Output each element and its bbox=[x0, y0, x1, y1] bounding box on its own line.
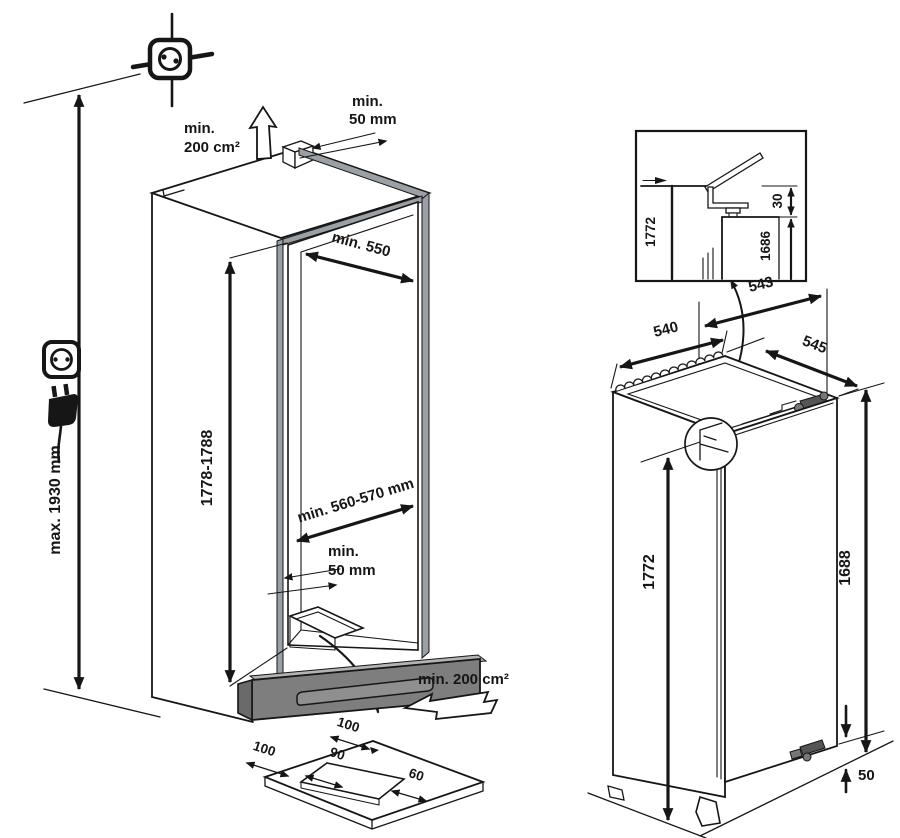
ceiling-socket-icon bbox=[130, 12, 215, 108]
rear-gap-label-1: min. bbox=[328, 543, 359, 560]
bottom-vent-label: min. 200 cm² bbox=[418, 671, 509, 688]
detail-callout-circle bbox=[684, 417, 738, 471]
dim-bottom-clearance: 50 bbox=[840, 704, 875, 794]
plate-dim-left: 100 bbox=[251, 738, 277, 759]
inset-top-clearance-label: 30 bbox=[770, 193, 785, 208]
niche-height-label: 1778-1788 bbox=[199, 430, 216, 507]
door-hinge-bottom bbox=[789, 739, 826, 762]
dim-top-duct-gap: min. 50 mm bbox=[299, 93, 397, 159]
dim-rear-gap: min. 50 mm bbox=[267, 543, 376, 595]
door-height-label: 1688 bbox=[837, 550, 854, 586]
dim-door-height: 1688 bbox=[837, 382, 885, 754]
top-duct-gap-label-2: 50 mm bbox=[349, 111, 397, 128]
appliance-feet bbox=[607, 785, 721, 827]
power-plug-icon bbox=[48, 383, 78, 464]
inset-small-arrow bbox=[655, 177, 667, 184]
max-overall-height-label: max. 1930 mm bbox=[47, 445, 64, 554]
inset-bracket bbox=[707, 186, 749, 209]
inset-detail-box: 1772 30 1686 bbox=[634, 129, 808, 283]
bottom-clearance-label: 50 bbox=[858, 767, 875, 784]
appliance-door-face bbox=[724, 396, 838, 784]
top-width-label: 540 bbox=[652, 318, 680, 341]
plinth bbox=[237, 654, 488, 722]
power-socket-icon bbox=[42, 340, 81, 379]
cabinet-top-notch bbox=[151, 188, 185, 197]
left-figure-niche-diagram: max. 1930 mm bbox=[23, 12, 509, 830]
inset-body-height-label: 1686 bbox=[758, 230, 773, 261]
plate-dim-mid: 90 bbox=[328, 744, 347, 763]
depth-total-label: 543 bbox=[747, 273, 775, 296]
airflow-up-arrow-icon bbox=[248, 105, 278, 160]
bottom-vent-cutout bbox=[287, 606, 366, 651]
dim-max-overall-height: max. 1930 mm bbox=[43, 93, 161, 718]
bottom-vent-note: min. 200 cm² bbox=[402, 671, 509, 721]
dim-appliance-height: 1772 bbox=[640, 441, 701, 822]
dim-top-width: 540 bbox=[610, 318, 728, 389]
plinth-vent-slot bbox=[296, 677, 434, 706]
plate-dim-top: 100 bbox=[335, 714, 361, 735]
frame-left-edge bbox=[276, 238, 284, 705]
dim-depth-total: 543 bbox=[698, 273, 828, 441]
top-depth-label: 545 bbox=[800, 332, 829, 357]
dim-niche-height: 1778-1788 bbox=[199, 242, 288, 687]
inset-niche-height-label: 1772 bbox=[643, 217, 658, 247]
inset-furniture-door bbox=[704, 152, 764, 193]
ground-line-left bbox=[587, 792, 707, 838]
niche-opening bbox=[287, 200, 419, 651]
floor-line bbox=[43, 688, 161, 718]
plate-insert-mark bbox=[370, 747, 379, 754]
condenser-coil-strip bbox=[615, 351, 724, 392]
ground-line-right bbox=[699, 740, 894, 837]
plate-dim-right: 60 bbox=[407, 765, 426, 784]
top-vent-note: min. 200 cm² bbox=[184, 105, 278, 160]
top-vent-label-1: min. bbox=[184, 120, 215, 137]
right-figure-appliance-diagram: 1772 30 1686 543 bbox=[587, 129, 894, 838]
top-duct-gap-label-1: min. bbox=[352, 93, 383, 110]
base-plate-detail: 100 100 90 60 bbox=[245, 714, 486, 830]
appliance-height-label: 1772 bbox=[641, 554, 658, 590]
appliance-body bbox=[587, 351, 894, 838]
top-vent-label-2: 200 cm² bbox=[184, 139, 240, 156]
frame-right-edge bbox=[421, 191, 430, 660]
airflow-left-arrow-icon bbox=[402, 690, 499, 721]
ceiling-line bbox=[23, 73, 141, 104]
rear-gap-label-2: 50 mm bbox=[328, 562, 376, 579]
